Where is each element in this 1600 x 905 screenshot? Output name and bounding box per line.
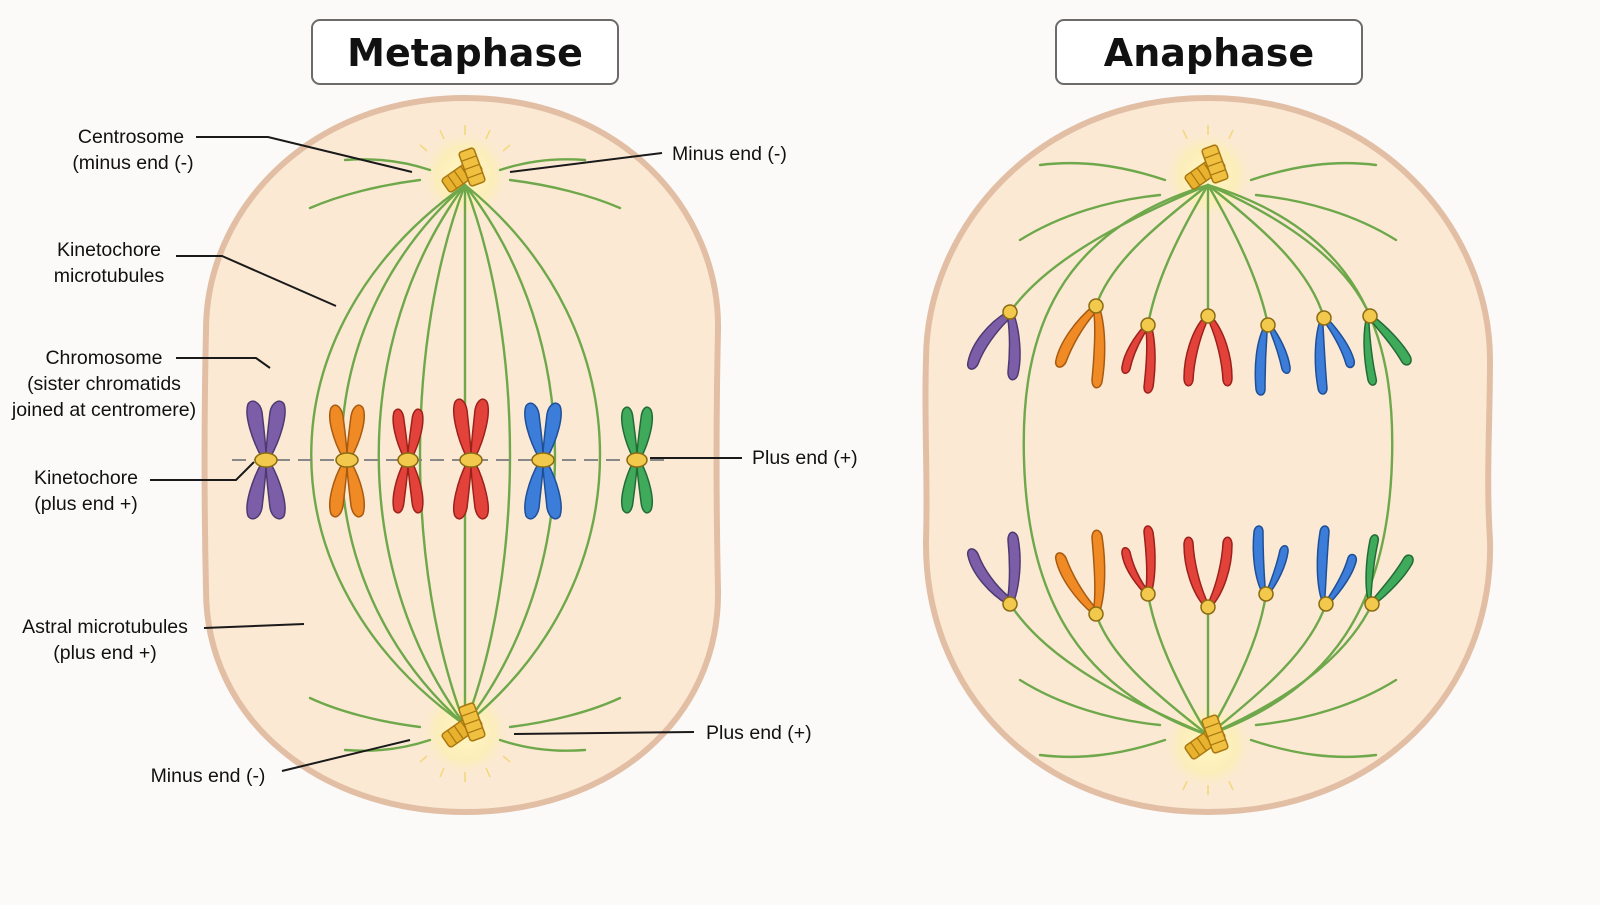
anaphase-bottom-chromatid-blue-2 <box>1316 525 1358 612</box>
anaphase-bottom-chromatid-green <box>1364 534 1414 612</box>
anaphase-top-chromatid-blue-2 <box>1314 310 1356 395</box>
metaphase-chromosome-purple <box>246 400 286 520</box>
anaphase-top-kinetochore-microtubules <box>1008 183 1372 327</box>
leader-centrosome <box>196 136 413 173</box>
anaphase-top-chromatid-green <box>1362 308 1412 386</box>
label-astral-2: (plus end +) <box>53 642 157 664</box>
metaphase-chromosome-red-large <box>453 398 489 520</box>
metaphase-cell <box>201 94 722 816</box>
label-plus-end-bottom: Plus end (+) <box>706 722 812 744</box>
anaphase-top-chromatid-red-large <box>1183 308 1233 387</box>
label-plus-end-middle: Plus end (+) <box>752 447 858 469</box>
label-centrosome-2: (minus end (-) <box>72 152 193 174</box>
metaphase-chromosome-green <box>621 406 653 514</box>
label-chromosome-1: Chromosome <box>45 347 162 369</box>
metaphase-astral-microtubules <box>308 158 622 752</box>
metaphase-cell-membrane <box>201 94 722 816</box>
label-kinetochore-mt-1: Kinetochore <box>57 239 161 261</box>
label-minus-end-bottom: Minus end (-) <box>151 765 266 787</box>
anaphase-top-chromatid-red-small <box>1121 317 1156 394</box>
label-chromosome-3: joined at centromere) <box>11 399 196 421</box>
anaphase-top-chromatid-blue-1 <box>1254 317 1291 396</box>
metaphase-chromosome-red-small <box>392 408 424 514</box>
label-kinetochore-1: Kinetochore <box>34 467 138 489</box>
label-astral-1: Astral microtubules <box>22 616 188 638</box>
anaphase-top-chromatids <box>966 298 1412 396</box>
leader-lines <box>150 136 742 772</box>
label-centrosome-1: Centrosome <box>78 126 184 148</box>
leader-kinetochore-microtubules <box>176 255 337 307</box>
leader-minus-end-top <box>509 152 663 173</box>
labels: Centrosome (minus end (-) Minus end (-) … <box>11 126 858 787</box>
metaphase-title: Metaphase <box>347 31 583 75</box>
label-kinetochore-mt-2: microtubules <box>54 265 165 287</box>
anaphase-astral-microtubules <box>1018 161 1398 759</box>
anaphase-bottom-chromatids <box>966 525 1414 622</box>
leader-chromosome <box>176 357 271 369</box>
anaphase-bottom-chromatid-purple <box>966 531 1021 612</box>
label-kinetochore-2: (plus end +) <box>34 493 138 515</box>
anaphase-bottom-kinetochore-microtubules <box>1008 592 1374 737</box>
anaphase-glow-rays <box>1182 125 1234 795</box>
leader-astral-microtubules <box>203 623 305 629</box>
metaphase-chromosome-blue <box>524 402 562 520</box>
metaphase-glow-rays <box>419 125 511 782</box>
anaphase-bottom-chromatid-red-small <box>1121 525 1156 602</box>
leader-plus-end-bottom <box>513 731 695 735</box>
anaphase-title-box: Anaphase <box>1055 19 1363 85</box>
anaphase-top-chromatid-purple <box>966 304 1021 381</box>
anaphase-bottom-chromatid-blue-1 <box>1252 525 1289 602</box>
metaphase-chromosome-orange <box>329 404 365 518</box>
anaphase-bottom-chromatid-orange <box>1054 529 1106 622</box>
leader-minus-end-bottom <box>281 739 411 772</box>
anaphase-title: Anaphase <box>1104 31 1314 75</box>
anaphase-interpolar-microtubules <box>1022 183 1394 737</box>
label-chromosome-2: (sister chromatids <box>27 373 181 395</box>
anaphase-top-chromatid-orange <box>1054 298 1106 389</box>
leader-kinetochore <box>150 461 255 481</box>
anaphase-cell <box>922 94 1494 816</box>
label-minus-end-top: Minus end (-) <box>672 143 787 165</box>
metaphase-title-box: Metaphase <box>311 19 619 85</box>
metaphase-chromosomes <box>246 398 653 520</box>
anaphase-bottom-chromatid-red-large <box>1183 536 1233 615</box>
